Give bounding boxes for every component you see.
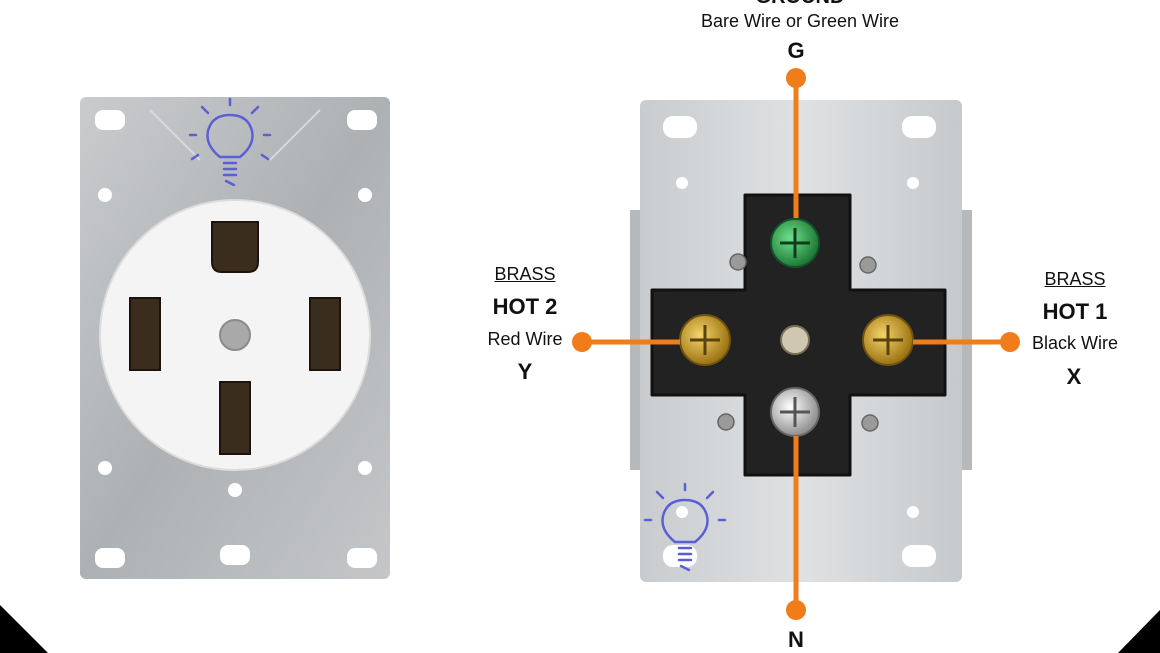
ground-letter: G (787, 38, 805, 63)
hot2-title: HOT 2 (492, 294, 558, 319)
hot1-material: BRASS (1044, 269, 1106, 289)
hot-slot-right (309, 297, 341, 371)
hot2-wire-label: Red Wire (487, 329, 563, 349)
lightbulb-icon (188, 97, 272, 187)
ground-title: GROUND (700, 0, 900, 9)
lightbulb-icon (643, 482, 727, 572)
hot1-letter: X (1066, 364, 1082, 389)
brass-screw-hot2 (679, 314, 731, 366)
ground-screw (770, 218, 820, 268)
hot-slot-left (129, 297, 161, 371)
hot1-wire-label: Black Wire (1031, 333, 1118, 353)
center-rivet (219, 319, 251, 351)
center-rivet-back (780, 325, 810, 355)
ground-wire-label: Bare Wire or Green Wire (700, 11, 900, 31)
corner-left (0, 605, 48, 653)
hot2-material: BRASS (494, 264, 556, 284)
neutral-letter: N (788, 627, 804, 652)
receptacle-front (80, 97, 390, 579)
hot1-title: HOT 1 (1042, 299, 1108, 324)
brass-screw-hot1 (862, 314, 914, 366)
corner-right (1118, 610, 1160, 653)
hot2-letter: Y (517, 359, 533, 384)
silver-screw-neutral (770, 387, 820, 437)
neutral-slot (219, 381, 251, 455)
receptacle-back (630, 100, 972, 582)
callout-lines (572, 68, 1020, 620)
ground-slot (211, 221, 259, 273)
